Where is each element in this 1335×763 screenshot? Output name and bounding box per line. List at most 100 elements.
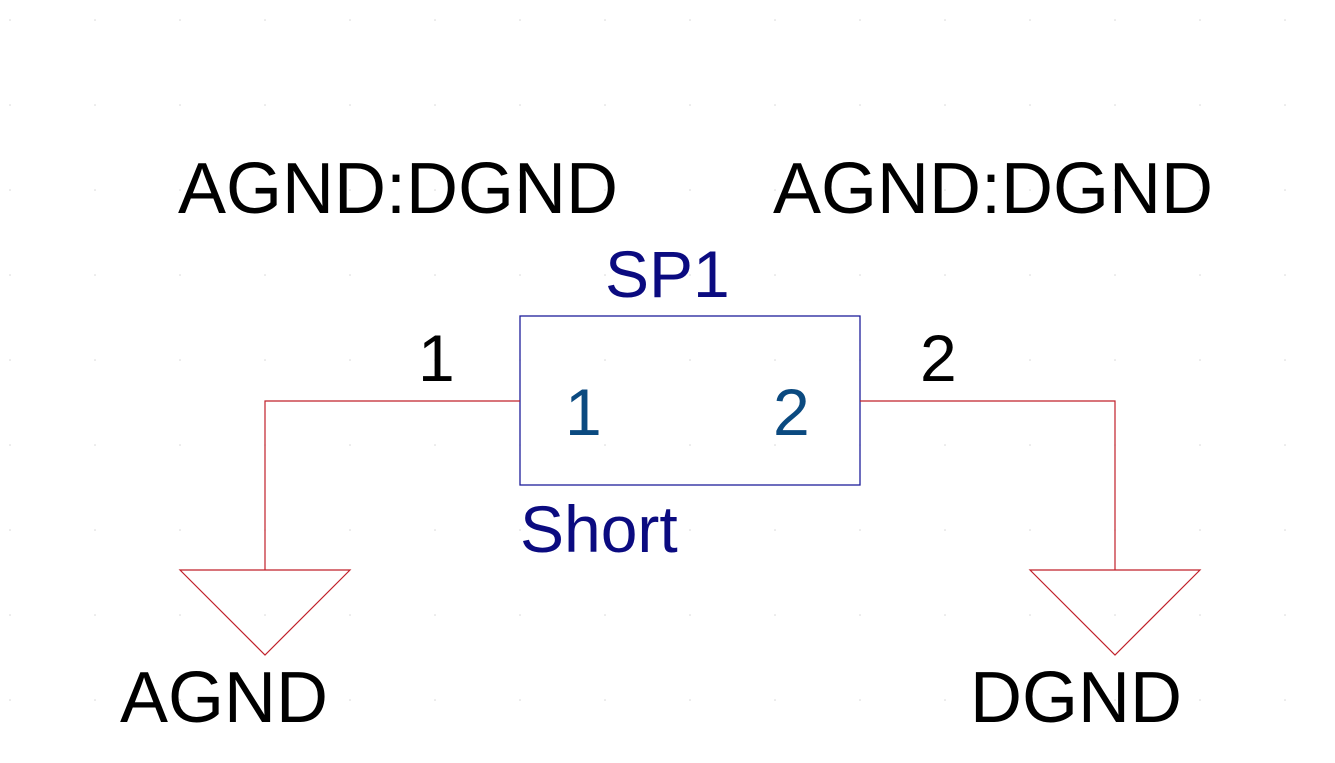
- component-pin1-label: 1: [565, 375, 602, 449]
- grid-dot: [1029, 274, 1031, 276]
- grid-dot: [689, 699, 691, 701]
- grid-dot: [434, 529, 436, 531]
- grid-dot: [9, 189, 11, 191]
- grid-dot: [1284, 274, 1286, 276]
- grid-dot: [1114, 104, 1116, 106]
- grid-dot: [179, 699, 181, 701]
- grid-dot: [94, 699, 96, 701]
- ground-label-left: AGND: [120, 658, 328, 738]
- grid-dot: [179, 274, 181, 276]
- grid-dot: [519, 104, 521, 106]
- grid-dot: [944, 529, 946, 531]
- grid-dot: [434, 614, 436, 616]
- grid-dot: [1029, 104, 1031, 106]
- grid-dot: [1029, 699, 1031, 701]
- grid-dot: [264, 699, 266, 701]
- grid-dot: [944, 274, 946, 276]
- grid-dot: [519, 274, 521, 276]
- wire-left[interactable]: [264, 400, 520, 570]
- pin-number-left: 1: [418, 321, 455, 395]
- net-label-right: AGND:DGND: [773, 149, 1213, 229]
- grid-dot: [179, 529, 181, 531]
- grid-dot: [1284, 444, 1286, 446]
- ground-symbol-left[interactable]: [178, 569, 352, 656]
- grid-dot: [1029, 189, 1031, 191]
- grid-dot: [689, 444, 691, 446]
- grid-dot: [519, 699, 521, 701]
- wire-right[interactable]: [860, 400, 1116, 570]
- grid-dot: [774, 699, 776, 701]
- grid-dot: [604, 529, 606, 531]
- grid-dot: [9, 699, 11, 701]
- grid-dot: [1029, 614, 1031, 616]
- grid-dot: [859, 614, 861, 616]
- grid-dot: [94, 359, 96, 361]
- grid-dot: [1284, 359, 1286, 361]
- grid-dot: [349, 699, 351, 701]
- grid-dot: [94, 189, 96, 191]
- grid-dot: [859, 274, 861, 276]
- grid-dot: [9, 444, 11, 446]
- grid-dot: [1199, 274, 1201, 276]
- grid-dot: [689, 529, 691, 531]
- grid-dot: [604, 359, 606, 361]
- grid-dot: [1114, 189, 1116, 191]
- grid-dot: [944, 359, 946, 361]
- grid-dot: [519, 614, 521, 616]
- grid-dot: [604, 614, 606, 616]
- grid-dot: [689, 104, 691, 106]
- grid-dot: [944, 614, 946, 616]
- grid-dot: [264, 274, 266, 276]
- grid-dot: [774, 614, 776, 616]
- grid-dot: [859, 529, 861, 531]
- grid-dot: [774, 529, 776, 531]
- grid-dot: [349, 189, 351, 191]
- grid-dot: [689, 359, 691, 361]
- grid-dot: [264, 19, 266, 21]
- grid-dot: [1284, 104, 1286, 106]
- grid-dot: [774, 104, 776, 106]
- grid-dot: [179, 19, 181, 21]
- grid-dot: [434, 274, 436, 276]
- grid-dot: [179, 614, 181, 616]
- grid-dot: [9, 614, 11, 616]
- ground-label-right: DGND: [970, 658, 1182, 738]
- grid-dot: [604, 274, 606, 276]
- grid-dot: [689, 274, 691, 276]
- grid-dot: [859, 19, 861, 21]
- grid-dot: [1284, 614, 1286, 616]
- grid-dot: [264, 614, 266, 616]
- grid-dot: [774, 19, 776, 21]
- grid-dot: [1199, 614, 1201, 616]
- grid-dot: [9, 359, 11, 361]
- grid-dot: [1199, 104, 1201, 106]
- grid-dot: [94, 104, 96, 106]
- grid-dot: [604, 699, 606, 701]
- grid-dot: [349, 274, 351, 276]
- grid-dot: [9, 529, 11, 531]
- grid-dot: [94, 444, 96, 446]
- grid-dot: [1199, 19, 1201, 21]
- grid-dot: [604, 189, 606, 191]
- grid-dot: [94, 274, 96, 276]
- grid-dot: [1284, 699, 1286, 701]
- grid-dot: [604, 104, 606, 106]
- grid-dots: [9, 19, 1286, 701]
- ground-symbol-right[interactable]: [1028, 569, 1202, 656]
- grid-dot: [264, 189, 266, 191]
- grid-dot: [604, 444, 606, 446]
- pin-number-right: 2: [920, 321, 957, 395]
- grid-dot: [1199, 529, 1201, 531]
- grid-dot: [859, 699, 861, 701]
- grid-dot: [859, 189, 861, 191]
- grid-dot: [774, 359, 776, 361]
- grid-dot: [604, 19, 606, 21]
- component-pin2-label: 2: [773, 375, 810, 449]
- grid-dot: [349, 614, 351, 616]
- grid-dot: [1029, 19, 1031, 21]
- component-value: Short: [520, 492, 678, 566]
- grid-dot: [9, 104, 11, 106]
- grid-dot: [1029, 529, 1031, 531]
